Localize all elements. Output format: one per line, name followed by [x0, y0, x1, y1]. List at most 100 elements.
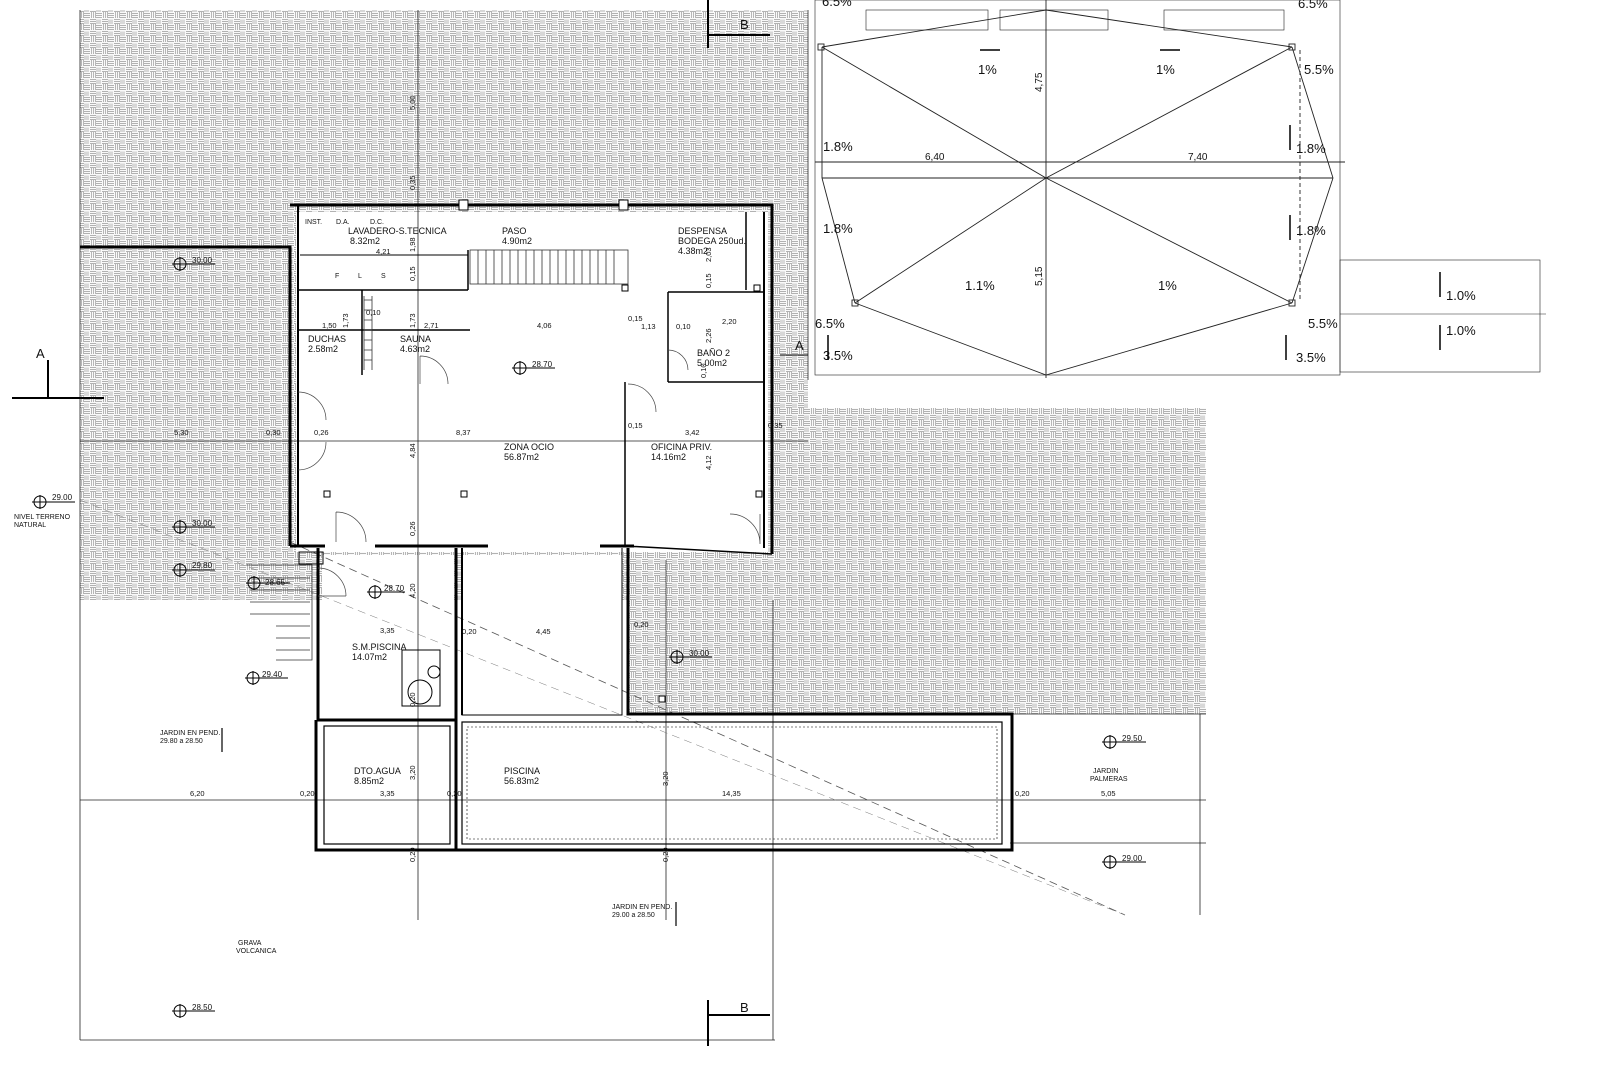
dimension-label: 1,50: [322, 321, 337, 330]
dimension-label: 2,20: [722, 317, 737, 326]
level-label: 28.70: [384, 584, 405, 593]
roof-slope: 6.5%: [815, 316, 845, 331]
dimension-label: 4,06: [537, 321, 552, 330]
level-label: 30.00: [192, 519, 213, 528]
room-sauna-area: 4.63m2: [400, 344, 430, 354]
dimension-label: 4,20: [408, 583, 417, 598]
dimension-label: 3,35: [380, 789, 395, 798]
dimension-label: 0,15: [704, 273, 713, 288]
dimension-label: 0,20: [408, 847, 417, 862]
dimension-label: 0,20: [661, 847, 670, 862]
garden-palmeras-1: JARDIN: [1093, 768, 1118, 775]
paving-areas: [80, 10, 1206, 715]
label-s: S: [381, 273, 386, 280]
room-oficina-name: OFICINA PRIV.: [651, 442, 712, 452]
roof-slope: 3.5%: [1296, 350, 1326, 365]
roof-slope: 1.8%: [1296, 223, 1326, 238]
room-lavadero-area: 8.32m2: [350, 236, 380, 246]
roof-slope: 1.8%: [1296, 141, 1326, 156]
dimension-label: 0,30: [266, 428, 281, 437]
room-despensa-name: DESPENSA: [678, 226, 727, 236]
room-sauna-name: SAUNA: [400, 334, 431, 344]
room-lavadero-name: LAVADERO-S.TECNICA: [348, 226, 447, 236]
level-labels: 30.00 28.70 29.00 30.00 29.80 28.65 28.7…: [52, 256, 1143, 1012]
dimension-label: 5,05: [1101, 789, 1116, 798]
room-dto-agua-name: DTO.AGUA: [354, 766, 401, 776]
slope-marks: [221, 728, 677, 926]
dimension-label: 2,26: [704, 328, 713, 343]
roof-slope-labels: 6.5% 6.5% 1% 1% 5.5% 1.8% 1.8% 1.8% 1.8%…: [815, 0, 1476, 365]
dimension-label: 3,35: [380, 626, 395, 635]
level-label: 30.00: [192, 256, 213, 265]
level-label: 29.80: [192, 561, 213, 570]
roof-slope: 3.5%: [823, 348, 853, 363]
gravel-label-1: GRAVA: [238, 940, 262, 947]
level-label: 30.00: [689, 649, 710, 658]
dimension-label: 2,03: [704, 247, 713, 262]
room-bano2-name: BAÑO 2: [697, 348, 730, 358]
dimension-label: 4,12: [704, 455, 713, 470]
dimension-label: 0,15: [628, 421, 643, 430]
outdoor-labels: NIVEL TERRENO NATURAL JARDIN EN PEND. 29…: [14, 514, 1128, 955]
roof-slope: 1.0%: [1446, 288, 1476, 303]
dimension-label: 1,73: [408, 313, 417, 328]
terrain-label-1: NIVEL TERRENO: [14, 514, 71, 521]
dimension-label: 0,35: [768, 421, 783, 430]
dimension-label: 8,37: [456, 428, 471, 437]
roof-slope: 1%: [1158, 278, 1177, 293]
gravel-label-2: VOLCANICA: [236, 948, 277, 955]
room-oficina-area: 14.16m2: [651, 452, 686, 462]
dimension-label: 0,10: [366, 308, 381, 317]
dimension-label: 0,26: [314, 428, 329, 437]
dimension-label: 0,35: [408, 175, 417, 190]
dimension-label: 1,73: [341, 313, 350, 328]
room-duchas-name: DUCHAS: [308, 334, 346, 344]
dimension-label: 0,20: [1015, 789, 1030, 798]
roof-dimension: 7,40: [1188, 152, 1208, 163]
dimension-label: 4,45: [536, 627, 551, 636]
label-da: D.A.: [336, 219, 350, 226]
dimension-label: 6,20: [190, 789, 205, 798]
level-label: 29.00: [52, 493, 73, 502]
section-label-a-left: A: [36, 346, 45, 361]
terrain-label-2: NATURAL: [14, 522, 46, 529]
room-sm-piscina-name: S.M.PISCINA: [352, 642, 407, 652]
section-label-b-bottom: B: [740, 1000, 749, 1015]
room-labels: INST. D.A. D.C. LAVADERO-S.TECNICA 8.32m…: [305, 219, 746, 786]
garden-slope-1-name: JARDIN EN PEND.: [160, 730, 220, 737]
dimension-label: 4,21: [376, 247, 391, 256]
room-piscina-area: 56.83m2: [504, 776, 539, 786]
label-inst: INST.: [305, 219, 322, 226]
dimension-label: 0,15: [408, 266, 417, 281]
room-despensa-area: 4.38m2: [678, 246, 708, 256]
level-label: 28.70: [532, 360, 553, 369]
dimension-label: 0,20: [462, 627, 477, 636]
roof-plan: [814, 0, 1546, 378]
room-dto-agua-area: 8.85m2: [354, 776, 384, 786]
level-label: 29.50: [1122, 734, 1143, 743]
roof-slope: 1.1%: [965, 278, 995, 293]
roof-dimension: 4,75: [1034, 72, 1045, 92]
roof-slope: 1.8%: [823, 221, 853, 236]
dimension-label: 3,42: [685, 428, 700, 437]
roof-slope: 1%: [978, 62, 997, 77]
room-piscina-name: PISCINA: [504, 766, 540, 776]
dimension-label: 5,30: [174, 428, 189, 437]
roof-slope: 5.5%: [1304, 62, 1334, 77]
room-zona-ocio-area: 56.87m2: [504, 452, 539, 462]
garden-slope-2-name: JARDIN EN PEND.: [612, 904, 672, 911]
garden-palmeras-2: PALMERAS: [1090, 776, 1128, 783]
dimension-labels: 4,21 1,50 0,10 2,71 4,06 0,15 1,13 0,10 …: [174, 247, 1116, 798]
roof-dimension: 6,40: [925, 152, 945, 163]
dimension-label: 14,35: [722, 789, 741, 798]
dimension-label: 0,20: [300, 789, 315, 798]
dimension-label: 3,20: [661, 771, 670, 786]
roof-slope: 6.5%: [1298, 0, 1328, 11]
room-duchas-area: 2.58m2: [308, 344, 338, 354]
level-label: 29.00: [1122, 854, 1143, 863]
section-markers: [12, 0, 808, 1046]
level-label: 28.50: [192, 1003, 213, 1012]
roof-slope: 1.0%: [1446, 323, 1476, 338]
dimension-label: 1,13: [641, 322, 656, 331]
